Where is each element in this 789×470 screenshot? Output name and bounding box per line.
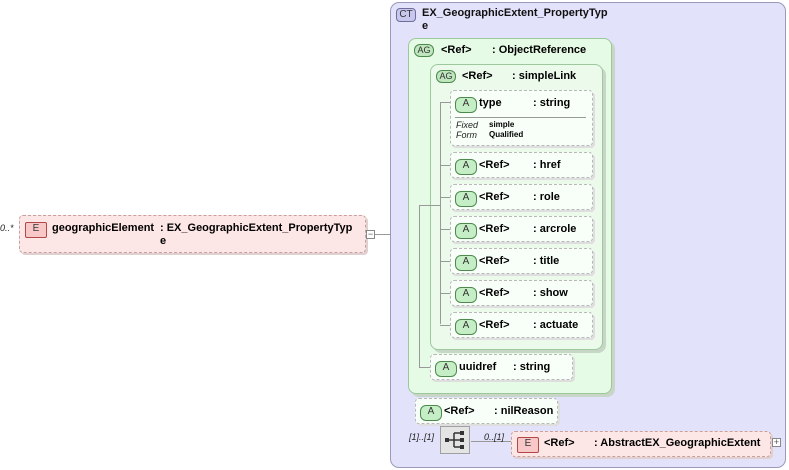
connector <box>440 293 450 294</box>
element-type: : EX_GeographicExtent_PropertyTyp e <box>160 222 353 247</box>
link-attribute[interactable]: A<Ref> : actuate <box>450 312 593 338</box>
attribute-type: : show <box>533 287 568 299</box>
connector <box>440 102 450 103</box>
simple-link-name: <Ref> <box>462 70 493 82</box>
attribute-name: <Ref> <box>479 287 510 299</box>
attribute-name: <Ref> <box>479 223 510 235</box>
uuidref-attribute[interactable]: A uuidref : string <box>430 354 573 380</box>
attribute-name: <Ref> <box>479 159 510 171</box>
expand-toggle-icon[interactable]: + <box>772 437 781 447</box>
connector <box>419 205 420 367</box>
attribute-type: : nilReason <box>494 405 554 417</box>
sequence-multiplicity: [1]..[1] <box>409 432 435 442</box>
attribute-badge: A <box>455 287 477 303</box>
connector <box>419 367 431 368</box>
collapse-toggle-icon[interactable]: − <box>366 229 375 239</box>
fixed-label: Fixed <box>456 120 479 130</box>
element-badge: E <box>517 437 539 453</box>
attribute-badge: A <box>455 159 477 175</box>
attribute-name: <Ref> <box>479 255 510 267</box>
element-name: <Ref> <box>544 437 575 449</box>
attribute-type: : arcrole <box>533 223 577 235</box>
element-name: geographicElement <box>52 222 155 234</box>
attribute-badge: A <box>455 223 477 239</box>
object-reference-type: : ObjectReference <box>492 44 587 56</box>
connector <box>440 261 450 262</box>
abstract-geographic-extent-element[interactable]: E <Ref> : AbstractEX_GeographicExtent <box>511 431 771 457</box>
complex-type-badge: CT <box>396 8 416 22</box>
attribute-type: : string <box>513 361 551 373</box>
attribute-name: <Ref> <box>444 405 475 417</box>
sequence-icon <box>445 431 464 449</box>
fixed-value: simple <box>489 120 515 129</box>
element-badge: E <box>25 222 47 238</box>
connector <box>419 205 440 206</box>
attribute-name: <Ref> <box>479 191 510 203</box>
attribute-badge: A <box>455 191 477 207</box>
attribute-type: : title <box>533 255 560 267</box>
attribute-badge: A <box>435 361 457 377</box>
connector <box>440 197 450 198</box>
attribute-badge: A <box>455 255 477 271</box>
sequence-compositor[interactable] <box>440 426 470 454</box>
nil-reason-attribute[interactable]: A <Ref> : nilReason <box>415 398 558 424</box>
attribute-badge: A <box>455 319 477 335</box>
attribute-badge: A <box>455 97 477 113</box>
divider <box>455 117 586 118</box>
connector <box>440 229 450 230</box>
attribute-name: uuidref <box>459 361 497 373</box>
attribute-name: type <box>479 97 502 109</box>
element-multiplicity: 0..* <box>0 223 14 233</box>
link-attribute[interactable]: A<Ref> : arcrole <box>450 216 593 242</box>
link-attribute[interactable]: A<Ref> : title <box>450 248 593 274</box>
abstract-element-multiplicity: 0..[1] <box>484 432 505 442</box>
attribute-name: <Ref> <box>479 319 510 331</box>
attribute-type: : role <box>533 191 560 203</box>
object-reference-name: <Ref> <box>441 44 472 56</box>
object-reference-badge: AG <box>414 44 434 57</box>
connector <box>440 102 441 324</box>
attribute-badge: A <box>420 405 442 421</box>
link-attribute[interactable]: A<Ref> : show <box>450 280 593 306</box>
element-type: : AbstractEX_GeographicExtent <box>594 437 761 449</box>
simple-link-type: : simpleLink <box>512 70 577 82</box>
form-label: Form <box>456 130 477 140</box>
attribute-type: : href <box>533 159 561 171</box>
form-value: Qualified <box>489 130 524 139</box>
link-attribute[interactable]: A<Ref> : href <box>450 152 593 178</box>
attribute-type: : actuate <box>533 319 579 331</box>
simple-link-badge: AG <box>436 70 456 83</box>
connector <box>471 441 511 442</box>
attribute-type: : string <box>533 97 571 109</box>
connector <box>440 325 450 326</box>
geographic-element[interactable]: E geographicElement : EX_GeographicExten… <box>19 215 366 253</box>
complex-type-title: EX_GeographicExtent_PropertyTyp e <box>422 7 608 32</box>
connector <box>440 165 450 166</box>
connector <box>373 234 399 235</box>
link-attribute[interactable]: A<Ref> : role <box>450 184 593 210</box>
type-attribute[interactable]: A type : string Fixed simple Form Qualif… <box>450 90 593 146</box>
